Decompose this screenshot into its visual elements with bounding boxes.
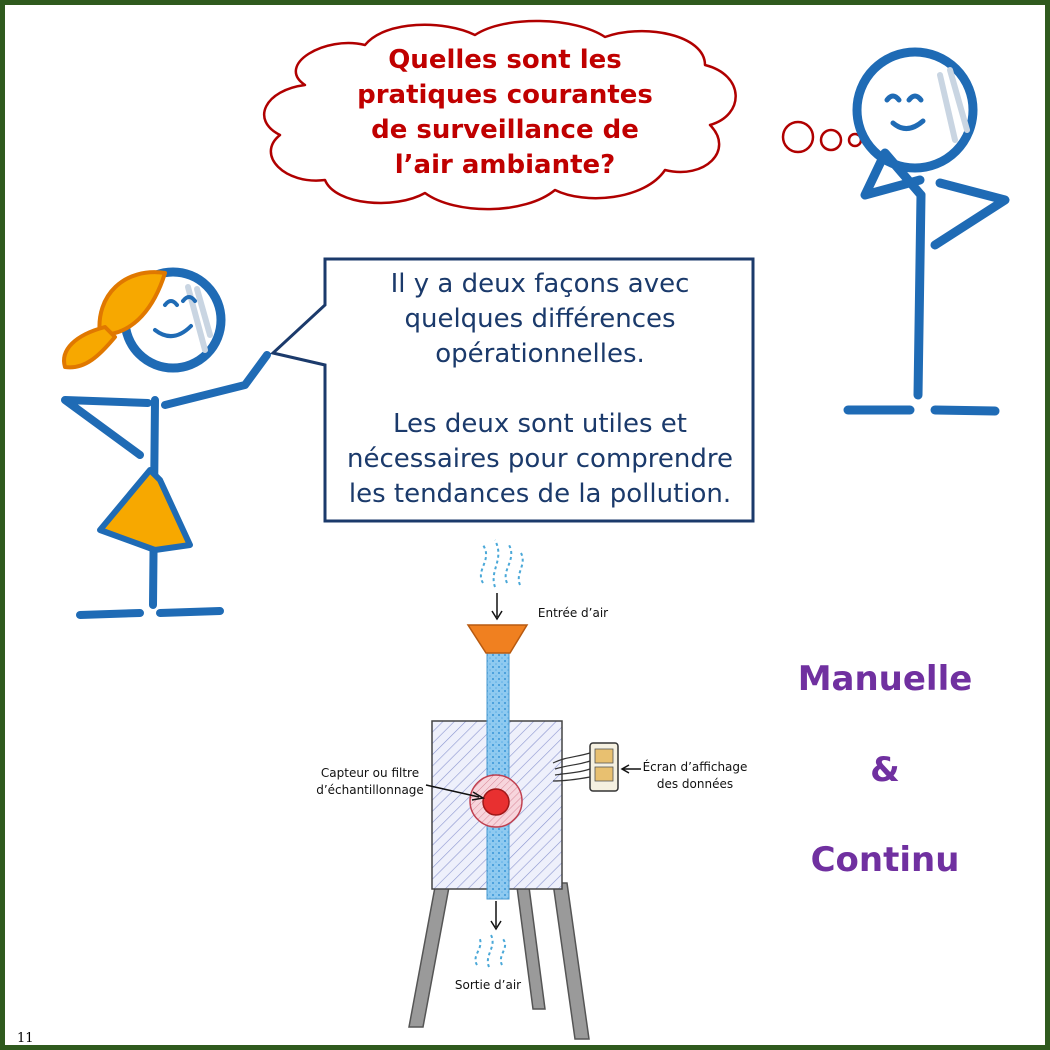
speech-bubble — [269, 257, 755, 523]
answer-text: Il y a deux façons avec quelques différe… — [327, 267, 753, 512]
answer-line: Les deux sont utiles et — [393, 409, 687, 439]
male-stick-figure — [843, 47, 1010, 416]
illustration-canvas — [61, 19, 1010, 1040]
question-line: l’air ambiante? — [394, 150, 616, 180]
question-text: Quelles sont les pratiques courantes de … — [335, 43, 675, 183]
inlet-label: Entrée d’air — [537, 606, 609, 620]
method-manual: Manuelle — [797, 659, 973, 699]
monitor-stand-legs — [408, 882, 590, 1040]
sensor-label-line: d’échantillonnage — [316, 783, 424, 797]
thought-cloud — [262, 19, 863, 211]
method-continuous: Continu — [810, 840, 960, 880]
display-label-line: Écran d’affichage — [642, 760, 748, 774]
inlet-funnel — [466, 624, 529, 654]
sensor-pointer — [425, 784, 480, 798]
sensor-filter — [482, 788, 510, 816]
female-stick-figure — [61, 267, 271, 619]
air-outlet-swirl-icon — [474, 934, 507, 968]
answer-line: quelques différences — [404, 304, 676, 334]
answer-line: opérationnelles. — [435, 339, 645, 369]
outlet-label: Sortie d’air — [454, 978, 522, 992]
answer-line: les tendances de la pollution. — [348, 479, 732, 509]
method-connector: & — [870, 750, 900, 790]
thought-dot-medium — [819, 128, 843, 152]
display-label: Écran d’affichage des données — [633, 759, 757, 793]
display-wires — [552, 752, 591, 782]
sensor-label: Capteur ou filtre d’échantillonnage — [305, 765, 435, 799]
thought-dot-large — [781, 120, 815, 154]
answer-line: Il y a deux façons avec — [390, 269, 690, 299]
display-label-line: des données — [656, 777, 734, 791]
answer-line: nécessaires pour comprendre — [346, 444, 734, 474]
question-line: de surveillance de — [371, 115, 639, 145]
air-monitor-diagram — [408, 539, 641, 1040]
page-number: 11 — [17, 1031, 34, 1046]
air-inlet-swirl-icon — [480, 539, 524, 588]
question-line: pratiques courantes — [357, 80, 653, 110]
sensor-label-line: Capteur ou filtre — [320, 766, 420, 780]
question-line: Quelles sont les — [388, 45, 622, 75]
